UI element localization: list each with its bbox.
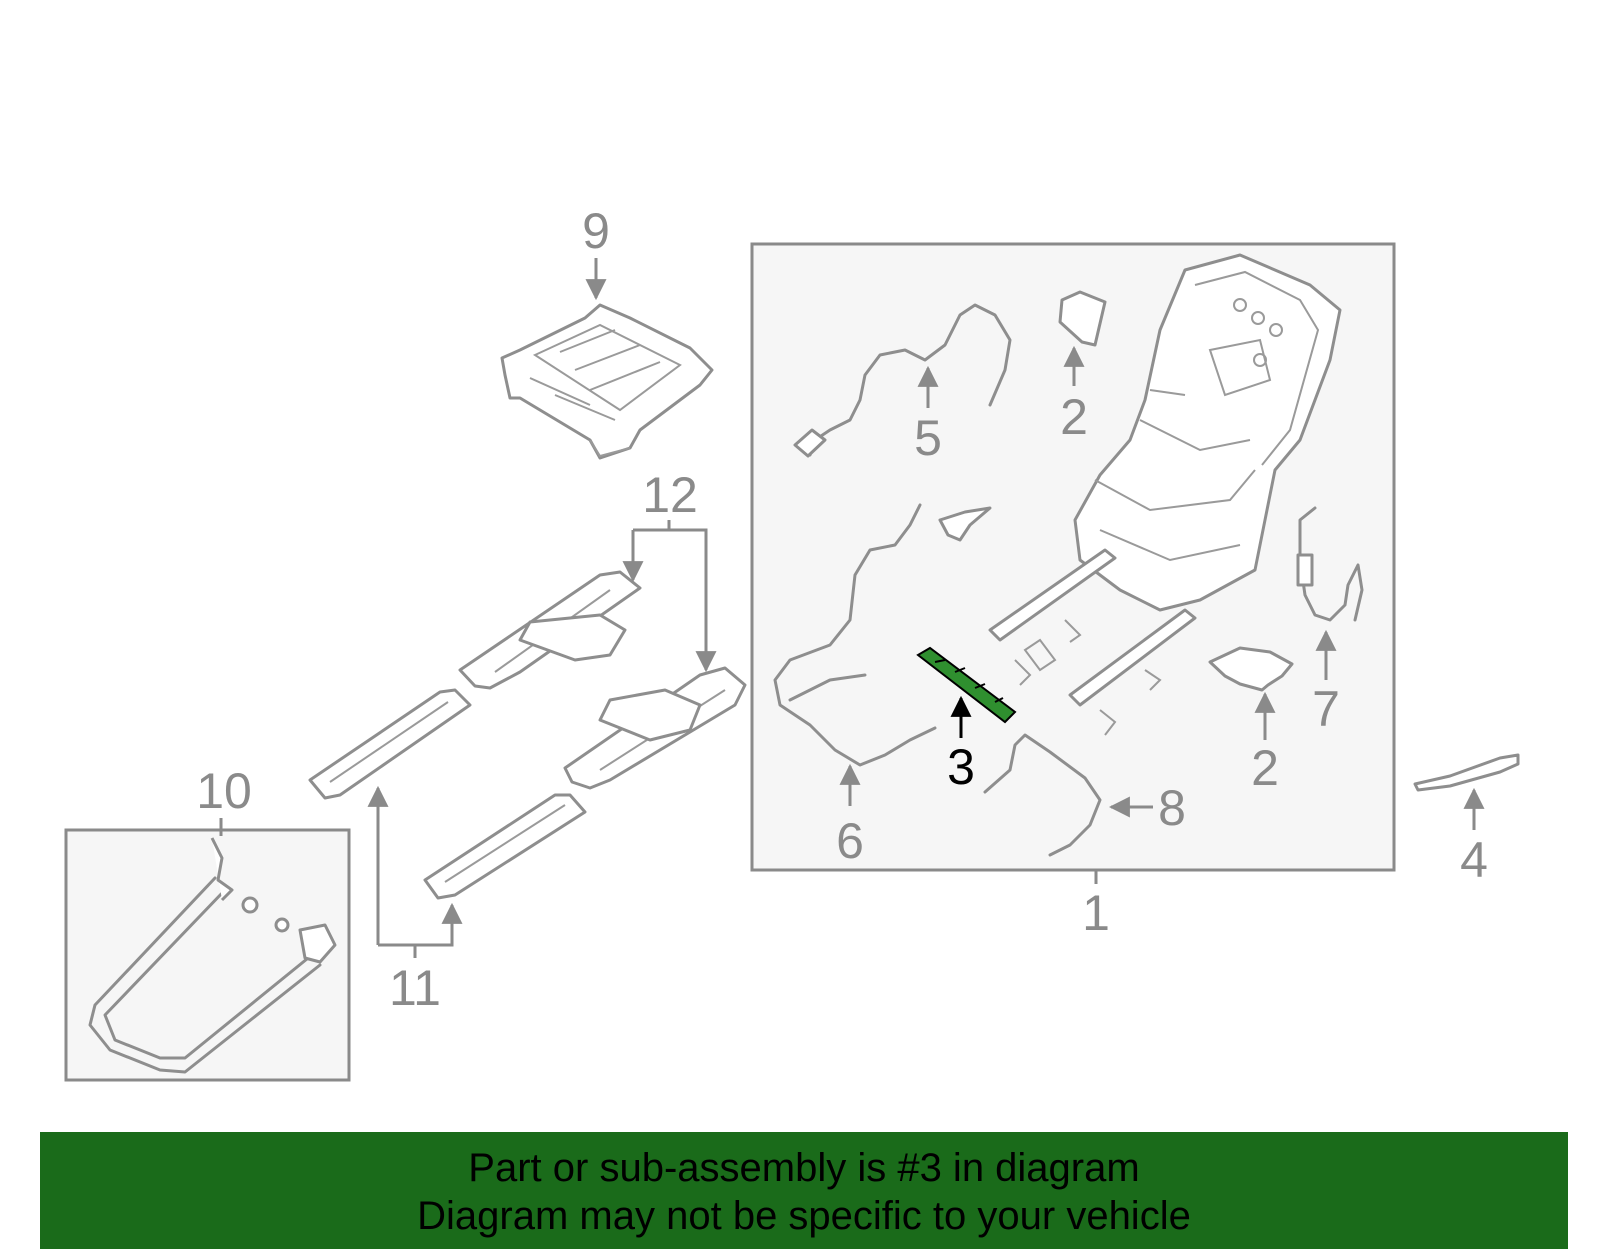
part-9-seat-pan [500,303,714,460]
label-part-5: 5 [914,410,942,466]
part-2-upper-bracket [1058,290,1107,347]
label-part-10: 10 [196,763,252,819]
part-12-cover-lower [563,666,747,790]
label-part-7: 7 [1312,681,1340,737]
part-11-rail-cover-lower [423,793,587,900]
label-part-11: 11 [389,960,441,1016]
part-4-strip [1413,753,1520,792]
leader-part-12-left [633,520,671,580]
label-part-12: 12 [642,467,698,523]
part-3-highlighted [916,646,1017,724]
part-5-cable [808,303,1012,457]
label-part-1: 1 [1082,885,1110,941]
part-6-cable [773,503,937,767]
part-2-lower-bracket [1208,646,1294,692]
part-8-rod [983,733,1102,857]
leader-part-11-right [378,902,463,947]
part-12-cover-upper [458,570,642,690]
seat-frame [988,253,1342,736]
banner-line-1: Part or sub-assembly is #3 in diagram [468,1146,1140,1190]
leader-part-12-right [633,528,717,673]
part-6-cable-branch [788,673,867,702]
label-part-2-upper: 2 [1060,389,1088,445]
label-part-4: 4 [1460,832,1488,888]
part-5-connector [793,428,827,458]
info-banner: Part or sub-assembly is #3 in diagram Di… [40,1132,1568,1249]
label-part-8: 8 [1158,780,1186,836]
part-11-rail-cover-upper [308,688,472,800]
banner-line-2: Diagram may not be specific to your vehi… [417,1194,1191,1238]
part-7-connector [1296,553,1314,587]
label-part-3: 3 [947,739,975,795]
part-10-frame [88,837,337,1074]
label-part-6: 6 [836,813,864,869]
label-part-9: 9 [582,203,610,259]
part-7-cable [1298,506,1364,622]
clip-bracket [938,506,992,542]
label-part-2-lower: 2 [1251,740,1279,796]
